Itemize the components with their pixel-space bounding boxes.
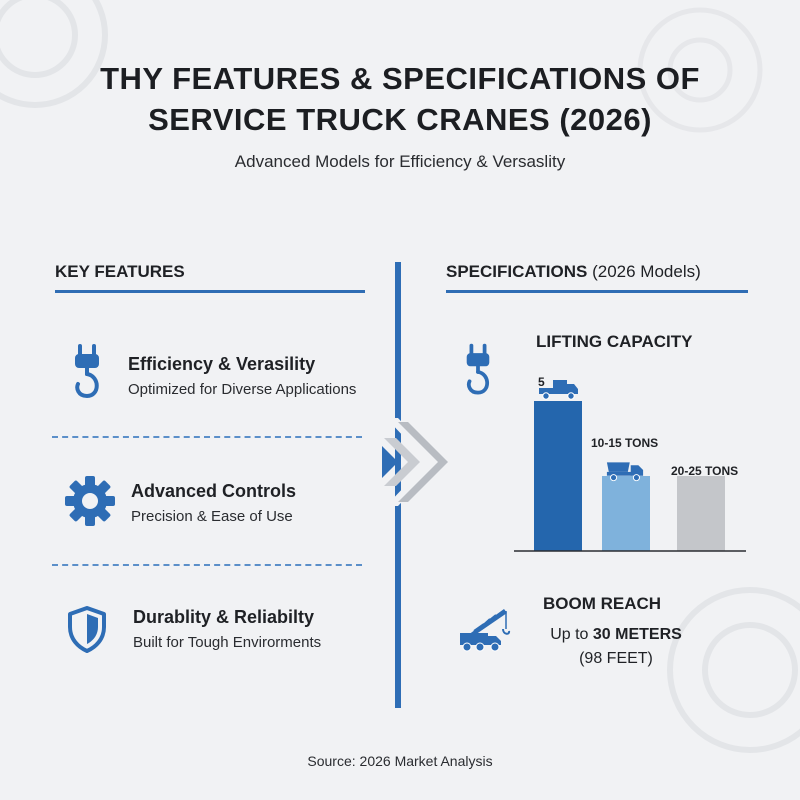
bar-label-3: 20-25 TONS	[671, 464, 739, 478]
page-subtitle: Advanced Models for Efficiency & Versasl…	[234, 152, 566, 171]
crane-hook-icon	[75, 344, 99, 399]
crane-truck-icon	[460, 609, 511, 652]
feature-description: Precision & Ease of Use	[131, 508, 293, 525]
page-title: THY FEATURES & SPECIFICATIONS OF SERVICE…	[0, 58, 800, 140]
bar-label-1: 5	[538, 375, 545, 389]
feature-description: Built for Tough Envirorments	[133, 634, 322, 651]
bar-label-2: 10-15 TONS	[591, 436, 659, 450]
key-features-rule	[55, 290, 365, 293]
shield-icon	[68, 606, 106, 653]
source-note: Source: 2026 Market Analysis	[307, 753, 493, 769]
specifications-heading-text: SPECIFICATIONS	[446, 262, 588, 281]
divider	[52, 564, 362, 566]
bar-2	[602, 476, 650, 551]
specifications-heading: SPECIFICATIONS (2026 Models)	[446, 262, 701, 282]
gear-icon	[65, 476, 115, 526]
title-line-2: SERVICE TRUCK CRANES (2026)	[148, 102, 652, 137]
background-gear-icon	[637, 7, 763, 133]
boom-reach-feet: (98 FEET)	[579, 650, 653, 667]
bar-1	[534, 401, 582, 551]
dump-truck-icon	[606, 462, 644, 482]
title-line-1: THY FEATURES & SPECIFICATIONS OF	[100, 61, 700, 96]
boom-reach-prefix: Up to	[550, 626, 593, 643]
bar-3	[677, 476, 725, 551]
specifications-rule	[446, 290, 748, 293]
background-gear-icon	[667, 587, 800, 753]
key-features-heading: KEY FEATURES	[55, 262, 185, 281]
boom-reach-meters: 30 METERS	[592, 626, 682, 643]
crane-hook-icon	[466, 343, 490, 395]
boom-reach-value: Up to 30 METERS	[536, 626, 696, 644]
center-divider	[395, 262, 401, 708]
background-gear-icon	[0, 0, 108, 108]
feature-title: Advanced Controls	[131, 481, 297, 501]
divider	[52, 436, 362, 438]
chevron-right-icon	[382, 418, 448, 506]
lifting-capacity-label: LIFTING CAPACITY	[536, 332, 693, 351]
feature-title: Durablity & Reliabilty	[133, 607, 315, 627]
feature-title: Efficiency & Verasility	[128, 354, 316, 374]
dump-truck-icon	[539, 380, 578, 400]
boom-reach-label: BOOM REACH	[543, 594, 662, 613]
feature-description: Optimized for Diverse Applications	[128, 381, 357, 398]
specifications-heading-suffix: (2026 Models)	[587, 262, 701, 281]
lifting-capacity-chart	[514, 401, 746, 552]
